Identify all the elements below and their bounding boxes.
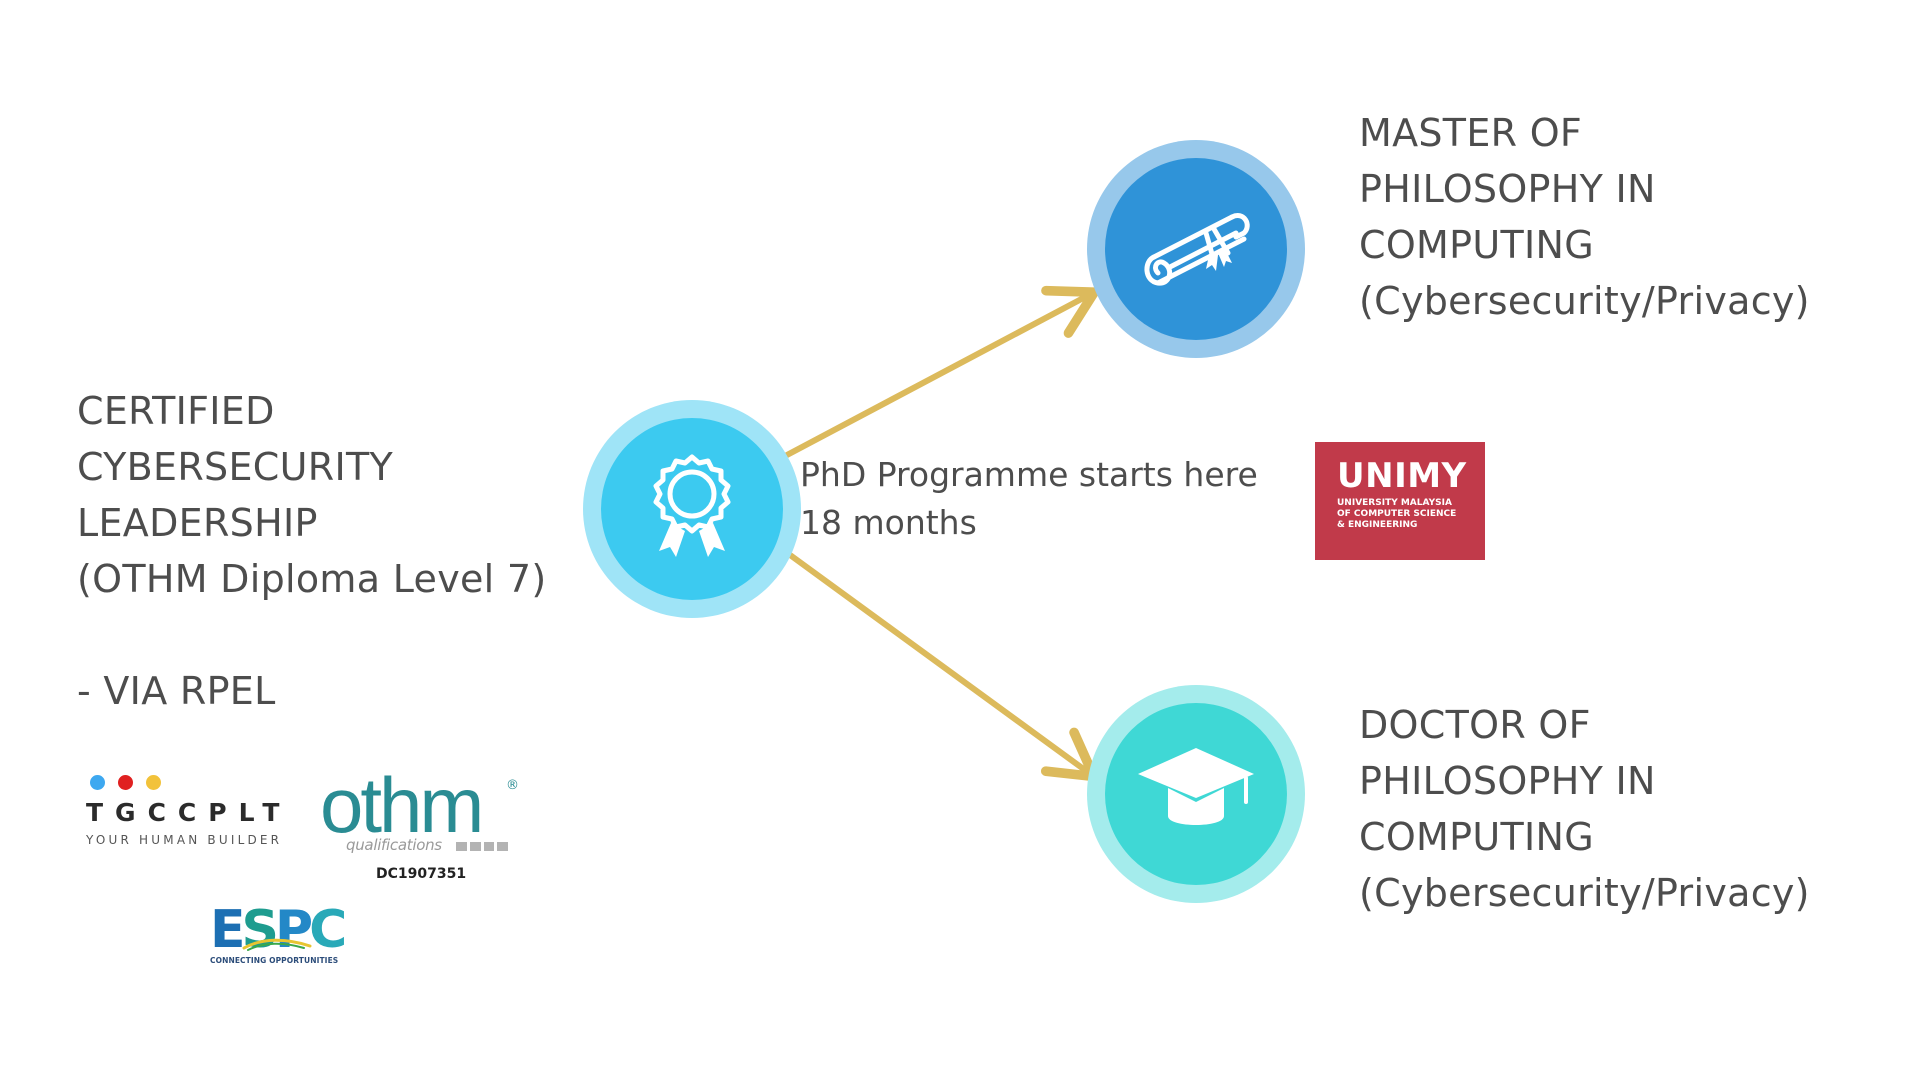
tgc-logo: TGCCPLT YOUR HUMAN BUILDER (86, 775, 321, 848)
doctor-title-line-1: DOCTOR OF (1359, 703, 1591, 747)
master-title-line-4: (Cybersecurity/Privacy) (1359, 279, 1810, 323)
diploma-scroll-icon (1144, 213, 1250, 286)
othm-logo-name: othm (320, 761, 484, 849)
source-via: - VIA RPEL (77, 669, 276, 713)
tgc-logo-tagline: YOUR HUMAN BUILDER (86, 833, 283, 847)
programme-label: PhD Programme starts here 18 months (800, 451, 1258, 547)
espc-logo: ESPC CONNECTING OPPORTUNITIES (210, 902, 358, 965)
tgc-dot-blue (90, 775, 105, 790)
programme-duration: 18 months (800, 503, 977, 542)
othm-logo: othm ® qualifications DC1907351 (320, 761, 520, 882)
espc-logo-name: ESPC (210, 900, 347, 960)
tgc-dot-red (118, 775, 133, 790)
programme-label-line-1: PhD Programme starts here (800, 455, 1258, 494)
othm-logo-bars (456, 842, 508, 851)
source-line-2: CYBERSECURITY (77, 445, 393, 489)
doctor-title-line-4: (Cybersecurity/Privacy) (1359, 871, 1810, 915)
registered-mark-icon: ® (506, 778, 519, 793)
arrow-to-master (767, 285, 1100, 467)
doctor-title: DOCTOR OF PHILOSOPHY IN COMPUTING (Cyber… (1359, 697, 1899, 921)
source-line-3: LEADERSHIP (77, 501, 318, 545)
master-title-line-2: PHILOSOPHY IN (1359, 167, 1656, 211)
master-title-line-1: MASTER OF (1359, 111, 1583, 155)
award-node (583, 400, 801, 618)
doctor-node-inner (1105, 703, 1287, 885)
othm-centre-code: DC1907351 (376, 866, 467, 882)
othm-logo-subtitle: qualifications (346, 836, 442, 854)
source-line-1: CERTIFIED (77, 389, 275, 433)
master-node-inner (1105, 158, 1287, 340)
arrow-to-doctor (772, 541, 1099, 782)
source-spacer (77, 607, 597, 663)
source-qualification-text: CERTIFIED CYBERSECURITY LEADERSHIP (OTHM… (77, 383, 597, 719)
graduation-cap-icon (1138, 748, 1254, 825)
doctor-node (1087, 685, 1305, 903)
unimy-logo-line-2: OF COMPUTER SCIENCE (1337, 509, 1457, 519)
doctor-title-line-3: COMPUTING (1359, 815, 1594, 859)
espc-swoosh-icon (242, 938, 312, 951)
unimy-logo: UNIMY UNIVERSITY MALAYSIA OF COMPUTER SC… (1315, 442, 1485, 560)
master-title-line-3: COMPUTING (1359, 223, 1594, 267)
tgc-logo-name: TGCCPLT (86, 798, 292, 827)
award-ribbon-icon (653, 454, 731, 557)
master-title: MASTER OF PHILOSOPHY IN COMPUTING (Cyber… (1359, 105, 1899, 329)
tgc-dot-yellow (146, 775, 161, 790)
doctor-title-line-2: PHILOSOPHY IN (1359, 759, 1656, 803)
tgc-logo-dots (86, 775, 321, 791)
source-line-4: (OTHM Diploma Level 7) (77, 557, 547, 601)
unimy-logo-line-3: & ENGINEERING (1337, 520, 1418, 530)
award-node-inner (601, 418, 783, 600)
espc-logo-tagline: CONNECTING OPPORTUNITIES (210, 956, 339, 965)
unimy-logo-name: UNIMY (1337, 456, 1467, 496)
unimy-logo-line-1: UNIVERSITY MALAYSIA (1337, 498, 1452, 508)
master-node (1087, 140, 1305, 358)
